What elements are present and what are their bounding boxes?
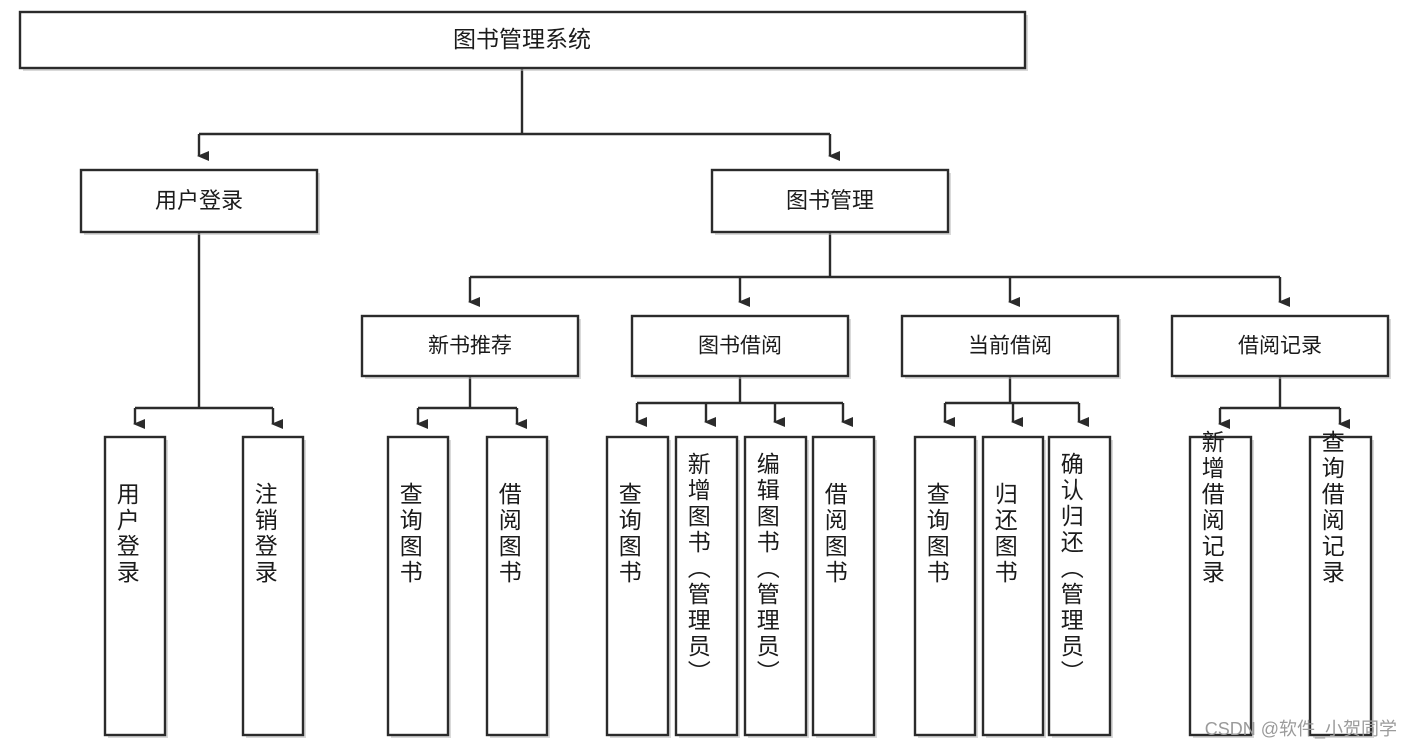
leaf-return-book-box: [981, 435, 1045, 737]
user-login-label: 用户登录: [155, 188, 243, 213]
node-leaf-borrow-book-2[interactable]: 借阅图书: [811, 435, 877, 738]
leaf-confirm-return-box: [1047, 435, 1112, 737]
user-login-box: [79, 168, 319, 234]
root-label: 图书管理系统: [453, 26, 591, 52]
node-leaf-borrow-book-1[interactable]: 借阅图书: [485, 435, 550, 738]
node-leaf-return-book[interactable]: 归还图书: [981, 435, 1046, 738]
new-book-recommend-box: [360, 314, 580, 378]
node-current-borrow[interactable]: 当前借阅: [900, 314, 1121, 379]
leaf-edit-book-admin-label: 编辑图书（管理员）: [753, 452, 780, 686]
leaf-query-book-2-label: 查询图书: [615, 482, 642, 586]
leaf-borrow-book-2-label: 借阅图书: [821, 482, 848, 586]
leaf-query-book-1-label: 查询图书: [396, 482, 423, 586]
node-leaf-confirm-return[interactable]: 确认归还（管理员）: [1047, 435, 1113, 738]
node-book-borrow[interactable]: 图书借阅: [630, 314, 851, 379]
book-borrow-box: [630, 314, 850, 378]
node-leaf-query-book-3[interactable]: 查询图书: [913, 435, 978, 738]
leaf-borrow-book-1-box: [485, 435, 549, 737]
root-box: [18, 10, 1027, 70]
book-manage-box: [710, 168, 950, 234]
borrow-record-box: [1170, 314, 1390, 378]
leaf-add-book-admin-box: [674, 435, 739, 737]
node-leaf-edit-book-admin[interactable]: 编辑图书（管理员）: [743, 435, 809, 738]
node-new-book-recommend[interactable]: 新书推荐: [360, 314, 581, 379]
leaf-logout-box: [241, 435, 305, 737]
leaf-user-login-box: [103, 435, 167, 737]
book-borrow-label: 图书借阅: [698, 335, 782, 358]
leaf-query-borrow-rec-label: 查询借阅记录: [1318, 430, 1345, 586]
current-borrow-box: [900, 314, 1120, 378]
node-leaf-add-borrow-rec[interactable]: 新增借阅记录: [1188, 430, 1254, 738]
leaf-query-book-3-box: [913, 435, 977, 737]
node-leaf-query-borrow-rec[interactable]: 查询借阅记录: [1308, 430, 1374, 738]
leaf-query-borrow-rec-box: [1308, 435, 1373, 737]
node-root[interactable]: 图书管理系统: [18, 10, 1028, 71]
leaf-logout-label: 注销登录: [251, 482, 278, 586]
node-leaf-query-book-2[interactable]: 查询图书: [605, 435, 671, 738]
leaf-borrow-book-2-box: [811, 435, 876, 737]
leaf-confirm-return-label: 确认归还（管理员）: [1057, 452, 1084, 686]
node-leaf-query-book-1[interactable]: 查询图书: [386, 435, 451, 738]
node-leaf-user-login[interactable]: 用户登录: [103, 435, 168, 738]
leaf-edit-book-admin-box: [743, 435, 808, 737]
leaf-query-book-3-label: 查询图书: [923, 482, 950, 586]
leaf-add-book-admin-label: 新增图书（管理员）: [684, 452, 711, 686]
leaf-return-book-label: 归还图书: [991, 482, 1018, 586]
leaf-user-login-label: 用户登录: [113, 482, 140, 586]
leaf-add-borrow-rec-label: 新增借阅记录: [1198, 430, 1225, 586]
new-book-recommend-label: 新书推荐: [428, 335, 512, 358]
leaf-borrow-book-1-label: 借阅图书: [495, 482, 522, 586]
borrow-record-label: 借阅记录: [1238, 335, 1322, 358]
node-leaf-logout[interactable]: 注销登录: [241, 435, 306, 738]
leaf-add-borrow-rec-box: [1188, 435, 1253, 737]
leaf-query-book-1-box: [386, 435, 450, 737]
connector-layer: [133, 68, 1350, 429]
node-borrow-record[interactable]: 借阅记录: [1170, 314, 1391, 379]
leaf-layer: 用户登录 注销登录 查询图书 借阅图书 查询图书: [103, 430, 1374, 738]
leaf-query-book-2-box: [605, 435, 670, 737]
current-borrow-label: 当前借阅: [968, 335, 1052, 358]
node-user-login[interactable]: 用户登录: [79, 168, 320, 235]
node-leaf-add-book-admin[interactable]: 新增图书（管理员）: [674, 435, 740, 738]
book-manage-label: 图书管理: [786, 188, 874, 213]
node-book-manage[interactable]: 图书管理: [710, 168, 951, 235]
